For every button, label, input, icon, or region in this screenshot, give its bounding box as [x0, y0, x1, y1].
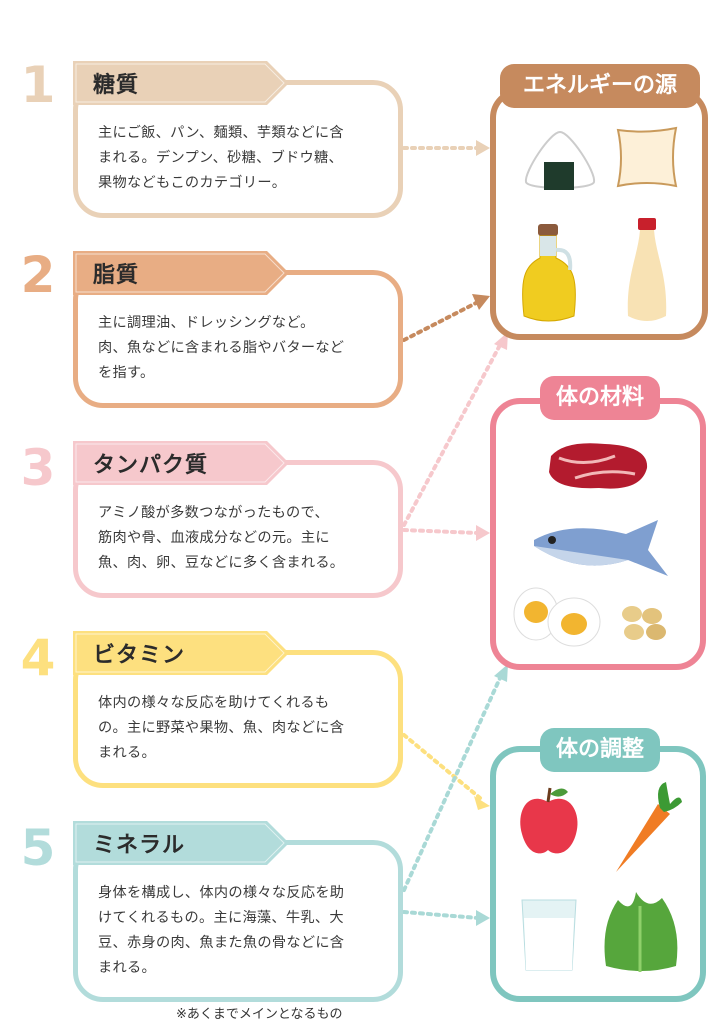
boiled-egg-icon — [513, 587, 601, 647]
panel-title-regulation: 体の調整 — [540, 728, 660, 772]
footnote: ※あくまでメインとなるもの — [176, 1007, 343, 1022]
card-description: アミノ酸が多数つながったもので、筋肉や骨、血液成分などの元。主に魚、肉、卵、豆な… — [98, 501, 398, 576]
tab-mineral: ミネラル — [73, 821, 289, 865]
desc-line: 体内の様々な反応を助けてくれるも — [98, 695, 330, 711]
desc-line: まれる。 — [98, 960, 156, 976]
card-mineral: 身体を構成し、体内の様々な反応を助けてくれるもの。主に海藻、牛乳、大豆、赤身の肉… — [73, 840, 403, 1002]
carrot-icon — [616, 782, 682, 872]
milk-glass-icon — [521, 899, 577, 971]
tab-vitamin: ビタミン — [73, 631, 289, 675]
tab-title: 脂質 — [93, 263, 140, 288]
tab-fat: 脂質 — [73, 251, 289, 295]
desc-line: 肉、魚などに含まれる脂やバターなど — [98, 340, 345, 356]
tab-title: 糖質 — [93, 73, 140, 98]
steak-icon — [549, 443, 648, 489]
arrow-fat-energy — [402, 300, 480, 342]
number-5: 5 — [20, 819, 56, 877]
number-3: 3 — [20, 439, 56, 497]
mayonnaise-bottle-icon — [627, 218, 667, 321]
number-2: 2 — [20, 246, 56, 304]
card-description: 体内の様々な反応を助けてくれるもの。主に野菜や果物、魚、肉などに含まれる。 — [98, 691, 398, 766]
panel-title-material: 体の材料 — [540, 376, 660, 420]
card-description: 主に調理油、ドレッシングなど。肉、魚などに含まれる脂やバターなどを指す。 — [98, 311, 398, 386]
tab-protein: タンパク質 — [73, 441, 289, 485]
number-1: 1 — [20, 56, 56, 114]
arrow-protein-energy — [402, 343, 502, 527]
desc-line: 魚、肉、卵、豆などに多く含まれる。 — [98, 555, 345, 571]
card-description: 身体を構成し、体内の様々な反応を助けてくれるもの。主に海藻、牛乳、大豆、赤身の肉… — [98, 881, 398, 981]
apple-icon — [520, 787, 578, 854]
arrow-protein-material — [402, 528, 480, 535]
oil-bottle-icon — [522, 224, 576, 322]
card-description: 主にご飯、パン、麺類、芋類などに含まれる。デンプン、砂糖、ブドウ糖、果物などもこ… — [98, 121, 398, 196]
fish-icon — [534, 520, 668, 576]
tab-title: タンパク質 — [93, 453, 209, 478]
number-4: 4 — [20, 629, 56, 687]
onigiri-icon — [524, 130, 596, 190]
desc-line: けてくれるもの。主に海藻、牛乳、大 — [98, 910, 344, 926]
desc-line: 果物などもこのカテゴリー。 — [98, 175, 287, 191]
bread-icon — [616, 126, 678, 188]
arrow-mineral-material — [402, 676, 502, 892]
desc-line: を指す。 — [98, 365, 155, 381]
arrow-vitamin-regulation — [402, 733, 482, 800]
desc-line: 筋肉や骨、血液成分などの元。主に — [98, 530, 330, 546]
desc-line: まれる。デンプン、砂糖、ブドウ糖、 — [98, 150, 344, 166]
tab-title: ビタミン — [93, 643, 186, 668]
desc-line: 主にご飯、パン、麺類、芋類などに含 — [98, 125, 344, 141]
desc-line: まれる。 — [98, 745, 156, 761]
soybeans-icon — [622, 606, 666, 640]
desc-line: の。主に野菜や果物、魚、肉などに含 — [98, 720, 345, 736]
desc-line: アミノ酸が多数つながったもので、 — [98, 505, 329, 521]
desc-line: 豆、赤身の肉、魚また魚の骨などに含 — [98, 935, 345, 951]
panel-title-energy: エネルギーの源 — [500, 64, 700, 108]
arrow-mineral-regulation — [402, 910, 480, 920]
desc-line: 主に調理油、ドレッシングなど。 — [98, 315, 315, 331]
tab-carbohydrate: 糖質 — [73, 61, 289, 105]
tab-title: ミネラル — [93, 833, 186, 858]
lettuce-icon — [604, 892, 678, 972]
desc-line: 身体を構成し、体内の様々な反応を助 — [98, 885, 345, 901]
